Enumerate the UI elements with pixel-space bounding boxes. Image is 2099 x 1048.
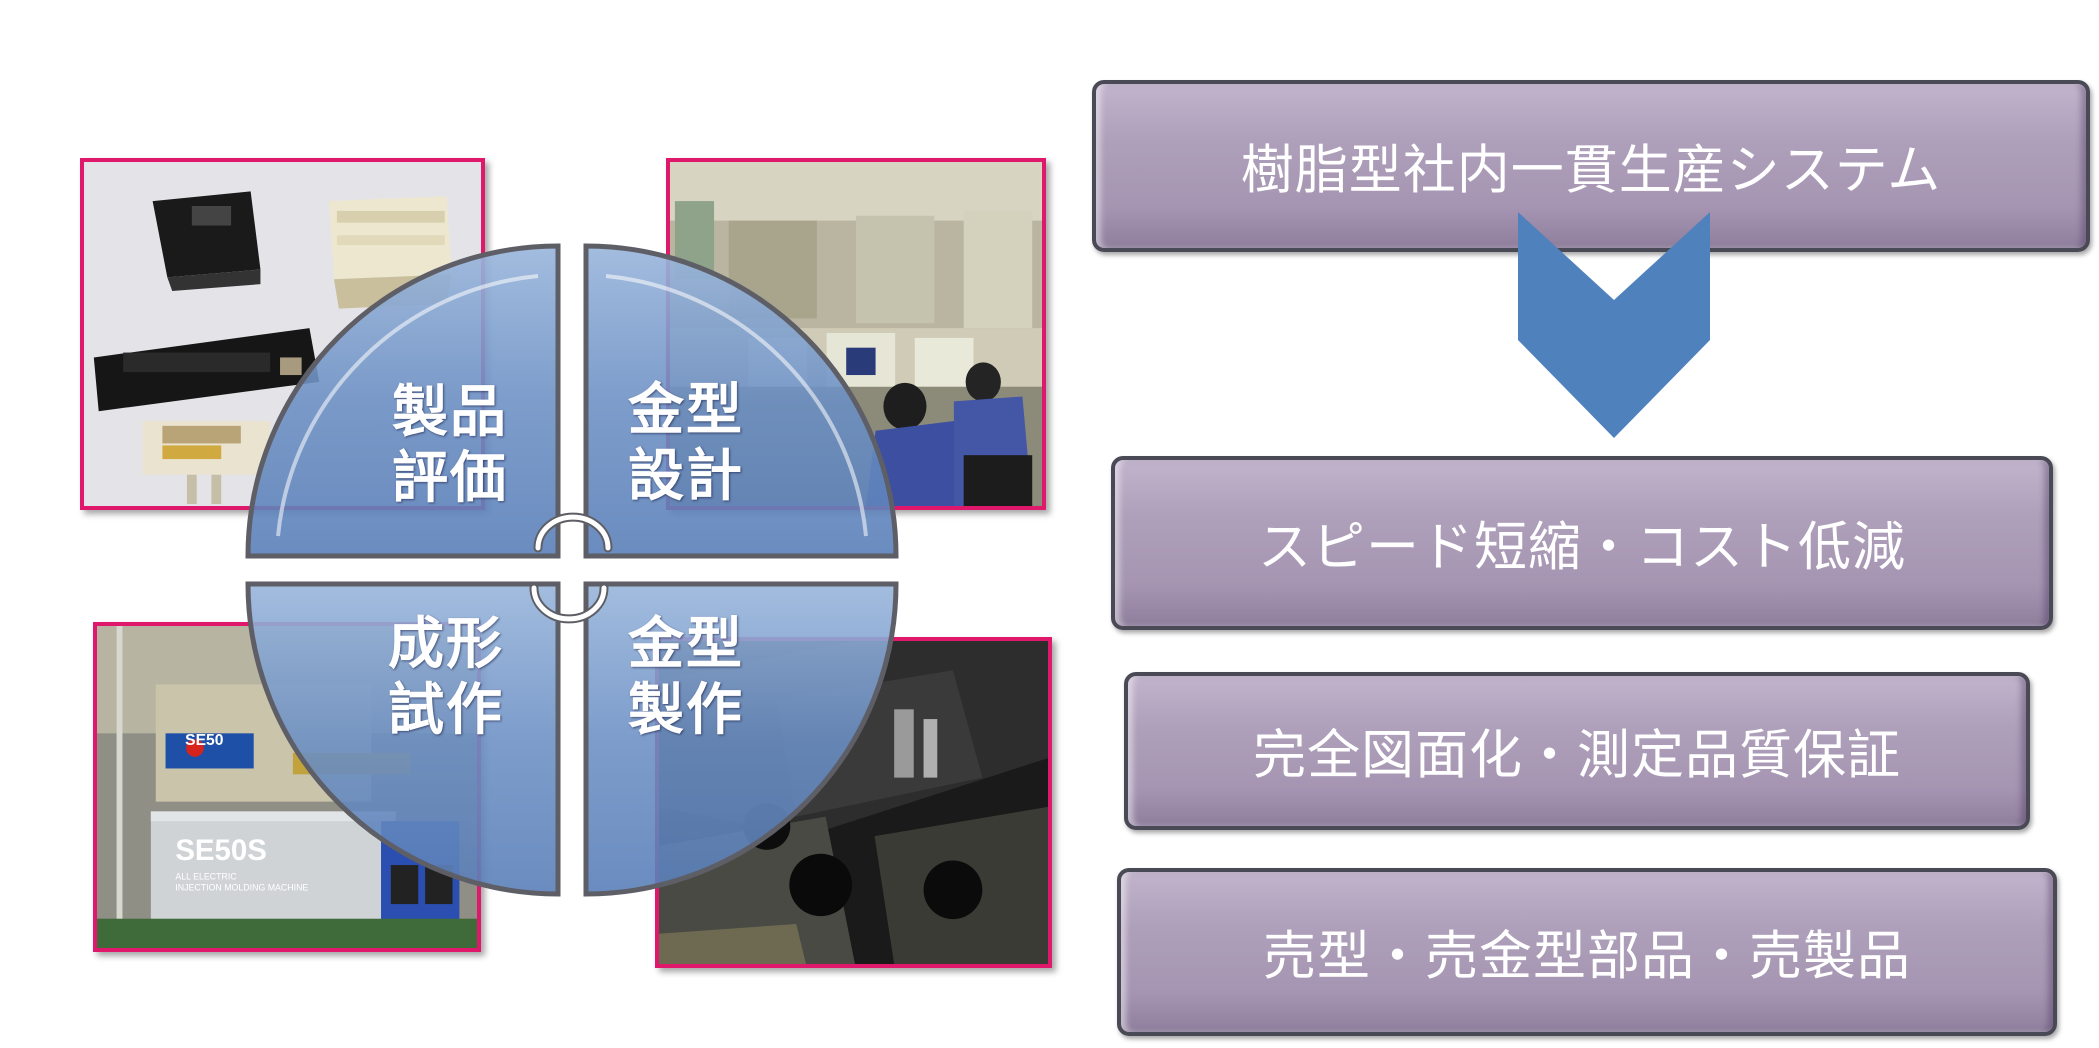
quadrant-bottom-right bbox=[583, 581, 899, 897]
label-molding-trial: 成形試作 bbox=[388, 612, 504, 743]
machine-model-label: SE50S bbox=[175, 834, 266, 867]
machine-sub-label-2: INJECTION MOLDING MACHINE bbox=[175, 882, 308, 892]
label-product-evaluation: 製品評価 bbox=[392, 380, 508, 511]
down-chevron-arrow-icon bbox=[1518, 212, 1710, 438]
quadrant-bottom-left bbox=[245, 581, 561, 897]
benefit-text-quality: 完全図面化・測定品質保証 bbox=[1253, 725, 1901, 786]
system-title-text: 樹脂型社内一貫生産システム bbox=[1240, 140, 1942, 201]
system-title-box: 樹脂型社内一貫生産システム bbox=[1092, 80, 2090, 252]
quadrant-top-right bbox=[583, 243, 899, 559]
benefit-box-quality: 完全図面化・測定品質保証 bbox=[1124, 672, 2030, 830]
machine-sub-label-1: ALL ELECTRIC bbox=[175, 872, 236, 882]
benefit-text-speed-cost: スピード短縮・コスト低減 bbox=[1258, 517, 1906, 578]
benefit-box-speed-cost: スピード短縮・コスト低減 bbox=[1111, 456, 2053, 630]
machine-side-label: SE50 bbox=[185, 732, 224, 749]
benefit-box-sales: 売型・売金型部品・売製品 bbox=[1117, 868, 2057, 1036]
quadrant-top-left bbox=[245, 243, 561, 559]
process-cycle-diagram bbox=[245, 243, 899, 897]
benefit-text-sales: 売型・売金型部品・売製品 bbox=[1263, 926, 1911, 987]
label-mold-design: 金型設計 bbox=[628, 378, 744, 509]
label-mold-fabrication: 金型製作 bbox=[628, 612, 744, 743]
